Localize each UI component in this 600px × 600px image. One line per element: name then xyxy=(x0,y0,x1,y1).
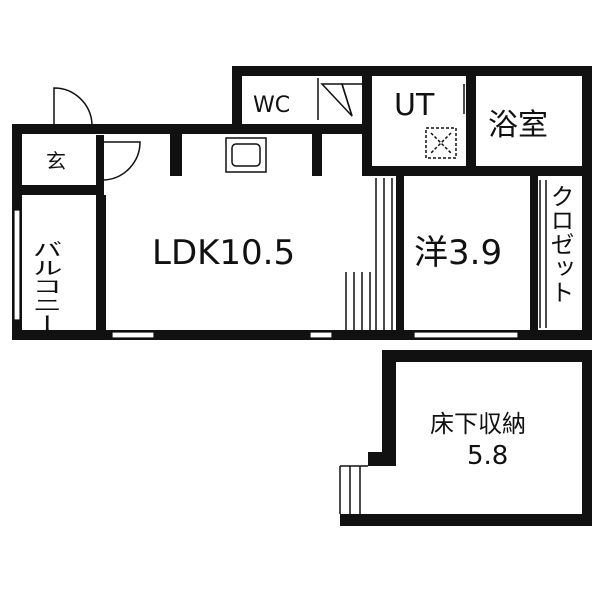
washer-pan xyxy=(425,127,457,159)
stairs xyxy=(345,272,371,330)
underfloor-walls xyxy=(339,350,592,526)
kitchen-sink-icon xyxy=(225,137,267,173)
room-label-ldk: LDK10.5 xyxy=(152,233,295,273)
sliding-door xyxy=(375,178,393,330)
room-label-underfloor-2: 5.8 xyxy=(467,441,508,471)
wc-door xyxy=(317,78,367,120)
room-label-ut: UT xyxy=(394,88,435,123)
room-label-bath: 浴室 xyxy=(488,108,548,143)
entrance-door xyxy=(53,87,141,181)
room-label-underfloor-1: 床下収納 xyxy=(430,410,526,438)
room-label-balcony: バルコニー xyxy=(27,240,62,332)
room-label-wc: WC xyxy=(253,93,290,118)
room-label-western: 洋3.9 xyxy=(414,233,502,273)
closet-doors xyxy=(539,180,547,328)
room-label-closet: クロゼット xyxy=(546,184,574,304)
windows xyxy=(13,209,519,339)
room-label-entrance: 玄 xyxy=(46,149,66,173)
